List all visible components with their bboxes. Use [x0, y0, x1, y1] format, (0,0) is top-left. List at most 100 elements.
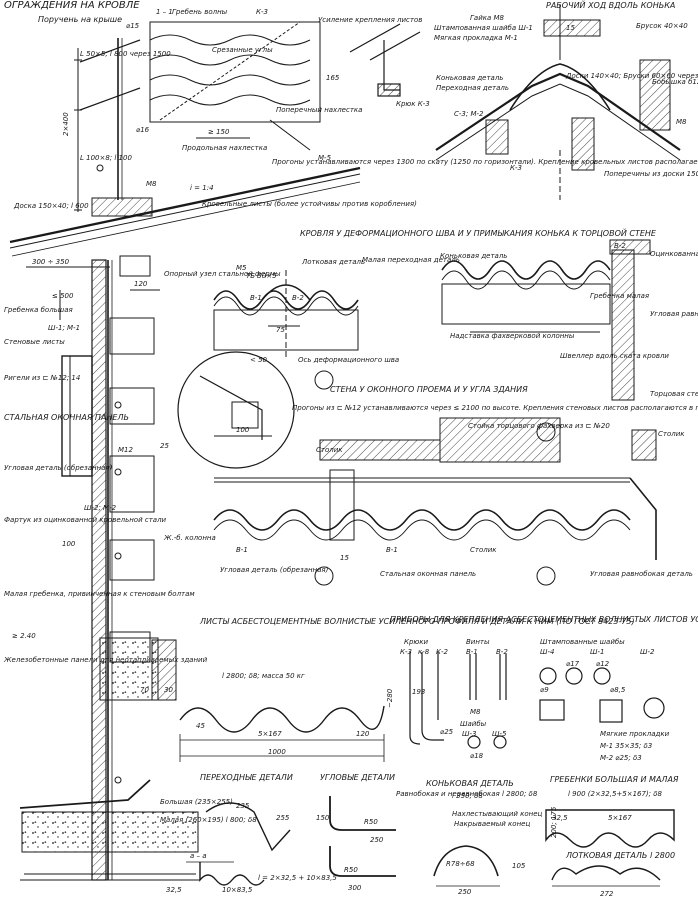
dim-255-label: 255 [276, 814, 290, 822]
roof-sheets-label: Кровельные листы (более устойчивы против… [202, 200, 417, 208]
ridge-def-label: Коньковая деталь [440, 252, 507, 260]
big-transition-label: Большая (235×255) [160, 798, 233, 806]
dim-120: 120 [134, 280, 148, 288]
ridge-piece-title: КОНЬКОВАЯ ДЕТАЛЬ [426, 779, 514, 788]
hooks-label: Крюки [404, 638, 429, 646]
dim-120-label: 120 [356, 730, 370, 738]
dim-5x167-label: 5×167 [258, 730, 282, 738]
k2-fix-label: К-2 [436, 648, 448, 656]
railing-label: Поручень на крыше [38, 15, 122, 24]
b2-def-label: В-2 [292, 294, 304, 302]
corner-wave-label: Угловая равнобокая деталь вдоль ската кр… [650, 310, 698, 318]
post-l100-label: L 100×8; l 100 [80, 154, 132, 162]
end-frame-label: Стойка торцового фахверка из ⊏ №20 [468, 422, 610, 430]
dim-17-fix: ⌀17 [566, 660, 580, 668]
nut-label: Гайка М8 [470, 14, 505, 22]
dim-10x835-label: 10×83,5 [222, 886, 253, 894]
soft-pads-label: Мягкие прокладки [600, 730, 670, 738]
dim-1000-label: 1000 [268, 748, 286, 756]
ridge-piece-label: Коньковая деталь [436, 74, 503, 82]
girts-label: Ригели из ⊏ №12; 14 [4, 374, 80, 382]
dim-272-label: 272 [600, 890, 614, 897]
ridge-wave-label: Гребень волны [172, 8, 228, 16]
comb-drawing [545, 809, 675, 887]
soft-gasket-label: Мягкая прокладка М-1 [434, 34, 518, 42]
b1-fix-label: В-1 [466, 648, 478, 656]
r50-label: R50 [364, 818, 378, 826]
deformation-title: КРОВЛЯ У ДЕФОРМАЦИОННОГО ШВА И У ПРИМЫКА… [300, 227, 657, 238]
board-label: Доска 150×40; l 600 [13, 202, 89, 210]
extension-label: Надставка фахверковой колонны [450, 332, 575, 340]
m1-pad-label: М-1 35×35; δ3 [600, 742, 652, 750]
dim-50-def: < 50 [250, 356, 268, 364]
sh4-fix-label: Ш-4 [540, 648, 554, 656]
combs-spec: l 900 (2×32,5+5×167); δ8 [568, 790, 663, 798]
hook-detail [349, 23, 421, 97]
dim-45-label: 45 [196, 722, 205, 730]
column-label: Ж.-б. колонна [163, 534, 216, 542]
wall-sheets-label: Стеновые листы [4, 338, 65, 346]
dim-200-175-label: 200; 175 [550, 806, 558, 838]
m8-ridge-label: М8 [676, 118, 687, 126]
m2-pad-label: М-2 ⌀25; δ3 [600, 754, 642, 762]
channel-label: Швеллер вдоль ската кровли [560, 352, 669, 360]
sheet-spec-label: l 2800; δ8; масса 50 кг [222, 672, 305, 680]
section-11-label: 1 – 1 [156, 8, 173, 16]
transition-piece-drawing [186, 802, 291, 886]
axis-label: Ось деформационного шва [298, 356, 399, 364]
deformation-joint-detail [213, 270, 359, 360]
small-ridge-label: Малая гребенка, привинченная к стеновым … [4, 590, 195, 598]
m5-def-label: М5 [236, 264, 247, 272]
sh1-fix-label: Ш-1 [590, 648, 604, 656]
b1-def-label: В-1 [250, 294, 262, 302]
sh3-fix-label: Ш-3 [462, 730, 476, 738]
k3-plan-label: К-3 [256, 8, 268, 16]
tie-label: Бобышка б120 [652, 78, 698, 86]
dim-25: 25 [160, 442, 169, 450]
dim-12-fix: ⌀12 [596, 660, 610, 668]
window-corner-cut-label: Угловая деталь (обрезанная) [220, 566, 329, 574]
washers-label: Шайбы [460, 720, 487, 728]
boards-label: Доски 140×40; Бруски 60×60 через 1000 [565, 72, 698, 80]
dim-165-plan: 165 [326, 74, 340, 82]
small-transition-label: Малая переходная деталь [362, 256, 460, 264]
r78-label: R78÷68 [446, 860, 475, 868]
cut-corners-label: Срезанные углы [212, 46, 273, 54]
dim-193-label: 193 [412, 688, 425, 696]
corner-piece-drawing [329, 796, 396, 877]
plan-section-1-1 [149, 21, 321, 151]
screws-label: Винты [466, 638, 490, 646]
lapped-end-label: Накрываемый конец [454, 820, 530, 828]
dim-280-label: ~280 [386, 688, 394, 708]
dim-325-label: 32,5 [166, 886, 182, 894]
corner-equal-label: Угловая равнобокая деталь [590, 570, 693, 578]
fixture-drawings [409, 652, 665, 749]
window-fasteners-note: Прогоны из ⊏ №12 устанавливаются через ≤… [292, 404, 698, 412]
rc-panels-label: Железобетонные панели для неотапливаемых… [3, 656, 208, 664]
transition-title: ПЕРЕХОДНЫЕ ДЕТАЛИ [200, 773, 293, 782]
ridge-piece-drawing [433, 845, 500, 887]
corner-title: УГЛОВЫЕ ДЕТАЛИ [320, 773, 395, 782]
gutter-title: ЛОТКОВАЯ ДЕТАЛЬ l 2800 [565, 851, 675, 860]
b1b-win-label: В-1 [386, 546, 398, 554]
combs-title: ГРЕБЕНКИ БОЛЬШАЯ И МАЛАЯ [550, 775, 679, 784]
ridge-big-label: Гребенка большая [4, 306, 73, 314]
support-node-label: Опорный узел стальной фермы [164, 270, 281, 278]
steel-panel-label: Стальная оконная панель [380, 570, 476, 578]
stamped-washer-label: Штампованная шайба Ш-1 [434, 24, 533, 32]
bolt-m8-label: М8 [146, 180, 157, 188]
stolik2-label: Столик [658, 430, 685, 438]
sh1m1-label: Ш-1; М-1 [48, 324, 80, 332]
stolik-label: Столик [316, 446, 343, 454]
dim-70: 70 [140, 686, 149, 694]
stamped-washers-label: Штампованные шайбы [540, 638, 625, 646]
formula-label: l = 2×32,5 + 10×83,5 [258, 874, 337, 882]
corner-cut-label: Угловая деталь (обрезанная) [4, 464, 113, 472]
dim-300-350: 300 ÷ 350 [32, 258, 70, 266]
fixtures-title: ПРИБОРЫ ДЛЯ КРЕПЛЕНИЯ АСБЕСТОЦЕМЕНТНЫХ В… [390, 615, 698, 624]
dim-75-def: 75 [276, 326, 285, 334]
height-2400-label: 2×400 [62, 112, 70, 136]
dim-500: ≤ 500 [52, 292, 74, 300]
dim-9-fix: ⌀9 [540, 686, 549, 694]
